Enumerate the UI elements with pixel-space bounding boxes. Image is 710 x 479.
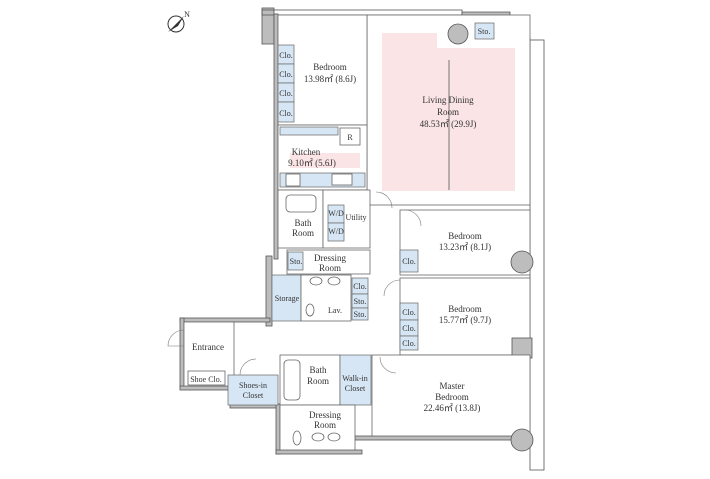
room-name: Walk-in xyxy=(342,374,368,383)
room-name: Shoe Clo. xyxy=(190,375,222,384)
room-name: Bedroom xyxy=(448,231,482,241)
room-storage xyxy=(271,274,302,322)
room-shoes-in-closet xyxy=(227,374,279,406)
closet-label: Clo. xyxy=(402,324,416,333)
closet-column: Clo. Clo. Clo. xyxy=(399,302,419,351)
closet-label: Sto. xyxy=(478,27,491,36)
closet-label: Clo. xyxy=(402,257,416,266)
room-name: Closet xyxy=(243,391,264,400)
room-bedroom-e1 xyxy=(399,209,531,276)
room-name: Bath xyxy=(310,365,327,375)
column-icon xyxy=(447,23,469,45)
closet-column: Clo. Clo. Clo. Clo. xyxy=(277,44,295,123)
room-name: Shoes-in xyxy=(239,381,267,390)
closet-label: Clo. xyxy=(279,89,293,98)
closet-label: Clo. xyxy=(279,109,293,118)
washer-label: W/D xyxy=(328,227,344,236)
bathtub-icon xyxy=(285,194,317,213)
room-name: Room xyxy=(319,263,341,273)
room-name: Room xyxy=(292,228,314,238)
room-name: Room xyxy=(307,376,329,386)
room-name: Entrance xyxy=(192,342,224,352)
room-area: 13.23㎡ (8.1J) xyxy=(439,242,491,252)
room-name: Bedroom xyxy=(435,392,469,402)
compass-label: N xyxy=(184,10,190,19)
room-name: Dressing xyxy=(314,253,346,263)
stove-icon xyxy=(285,173,301,187)
closet-label: Clo. xyxy=(279,70,293,79)
room-name: Dressing xyxy=(309,410,341,420)
room-area: 22.46㎡ (13.8J) xyxy=(424,403,481,413)
room-bedroom-e2 xyxy=(399,277,531,356)
room-master-bedroom xyxy=(371,354,531,437)
room-name: Utility xyxy=(346,213,367,222)
closet-sto xyxy=(474,22,495,40)
room-name: Room xyxy=(437,107,459,117)
sink-icon xyxy=(331,173,353,186)
room-walk-in-closet xyxy=(339,354,372,406)
room-name: Bedroom xyxy=(448,304,482,314)
closet-label: Clo. xyxy=(402,339,416,348)
closet-label: Sto. xyxy=(354,297,367,306)
room-area: 13.98㎡ (8.6J) xyxy=(304,74,356,84)
closet-label: Clo. xyxy=(279,51,293,60)
shoe-closet xyxy=(187,370,226,386)
room-name: Living Dining xyxy=(422,95,474,105)
compass-icon: N xyxy=(167,10,190,33)
room-name: Room xyxy=(314,420,336,430)
closet-label: Clo. xyxy=(402,308,416,317)
closet-column: Clo. Sto. Sto. xyxy=(351,277,369,321)
bathtub-icon xyxy=(283,359,301,401)
toilet-icon xyxy=(292,430,302,446)
column-icon xyxy=(510,428,534,452)
closet-label: Sto. xyxy=(290,257,303,266)
column-icon xyxy=(510,250,534,274)
refrigerator xyxy=(339,127,361,146)
room-name: Bedroom xyxy=(313,62,347,72)
room-name: Storage xyxy=(275,294,300,303)
room-dressing-lower xyxy=(279,404,356,451)
washer-label: W/D xyxy=(328,209,344,218)
fridge-label: R xyxy=(347,133,353,142)
toilet-icon xyxy=(305,303,315,317)
room-name: Master xyxy=(440,381,465,391)
closet-label: Clo. xyxy=(353,282,367,291)
room-area: 9.10㎡ (5.6J) xyxy=(288,158,336,168)
room-area: 15.77㎡ (9.7J) xyxy=(439,315,491,325)
room-name: Bath xyxy=(295,218,312,228)
room-name: Lav. xyxy=(328,306,342,315)
room-name: Kitchen xyxy=(292,147,321,157)
room-area: 48.53㎡ (29.9J) xyxy=(420,119,477,129)
closet-label: Sto. xyxy=(354,310,367,319)
room-name: Closet xyxy=(345,384,366,393)
